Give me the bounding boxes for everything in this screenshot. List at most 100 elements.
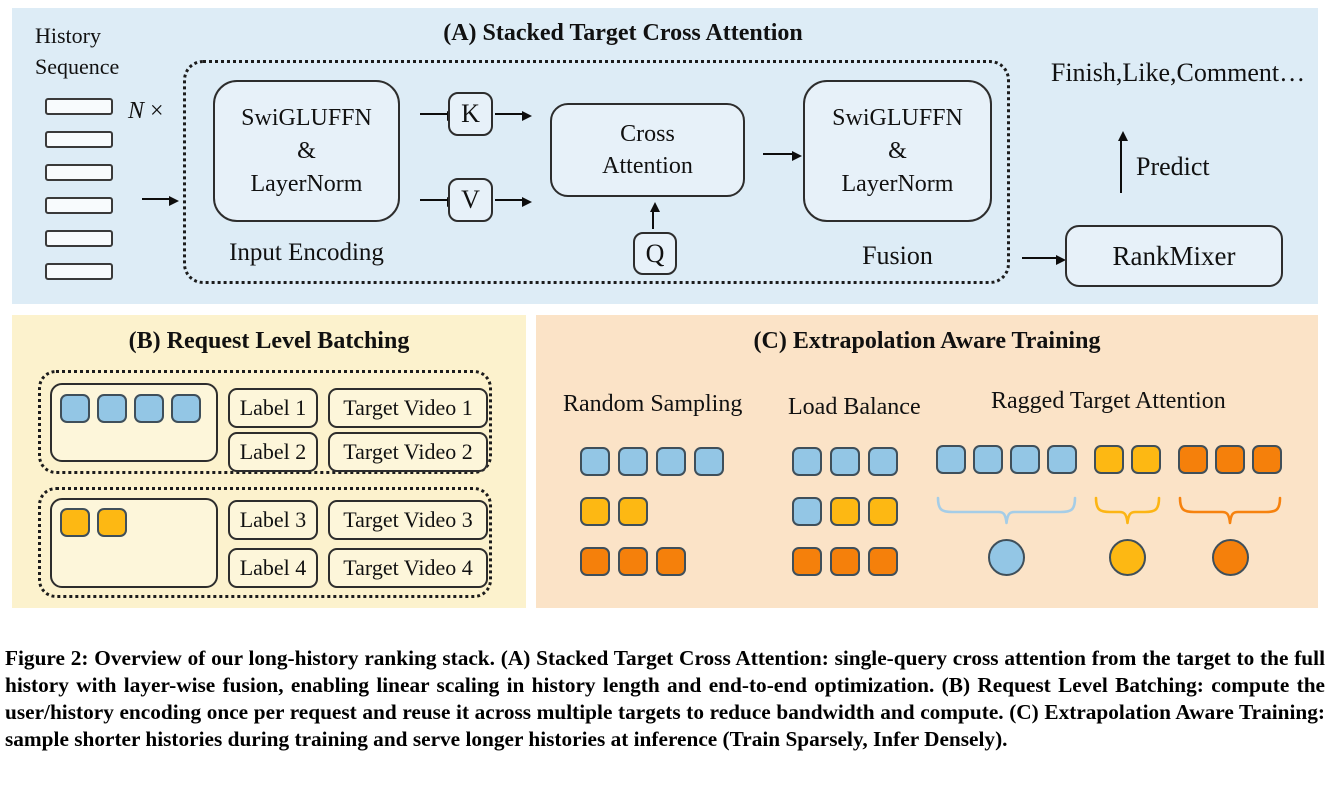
yellow-square <box>618 497 648 526</box>
panel-c-title: (C) Extrapolation Aware Training <box>753 328 1101 354</box>
orange-square <box>1215 445 1245 474</box>
arrow-block-to-rankmixer <box>1022 255 1066 266</box>
cross-attention-box: Cross Attention <box>550 103 745 197</box>
rankmixer-box: RankMixer <box>1065 225 1283 287</box>
panel-b-request-level-batching: (B) Request Level Batching Label 1 Label… <box>12 315 526 608</box>
blue-square <box>792 447 822 476</box>
orange-square <box>618 547 648 576</box>
blue-square <box>656 447 686 476</box>
yellow-underbrace-icon <box>1094 496 1161 525</box>
history-item-rect <box>45 98 113 115</box>
orange-square-group <box>1178 445 1282 474</box>
blue-square <box>973 445 1003 474</box>
blue-square <box>97 394 127 423</box>
square-row <box>792 447 898 476</box>
yellow-square <box>97 508 127 537</box>
ragged-squares-row <box>936 445 1282 474</box>
ragged-target-attention-label: Ragged Target Attention <box>991 388 1226 414</box>
n-times-label: N × <box>128 98 164 124</box>
blue-square <box>936 445 966 474</box>
request-2-dotted-group <box>38 487 492 598</box>
arrow-q-to-cross-attention <box>650 202 661 229</box>
history-sequence-label: History Sequence <box>35 23 120 79</box>
q-box: Q <box>633 232 677 275</box>
yellow-square-group <box>1094 445 1161 474</box>
random-sampling-label: Random Sampling <box>563 391 743 417</box>
yellow-square <box>60 508 90 537</box>
k-box: K <box>448 92 493 136</box>
square-row <box>792 547 898 576</box>
stacked-block-dotted-border <box>183 60 1010 284</box>
orange-square <box>868 547 898 576</box>
yellow-pooled-cell <box>1094 539 1161 576</box>
yellow-square <box>1131 445 1161 474</box>
label-2-box: Label 2 <box>228 432 318 472</box>
panel-c-extrapolation-aware-training: (C) Extrapolation Aware Training Random … <box>536 315 1318 608</box>
arrow-rankmixer-to-outputs <box>1118 131 1129 193</box>
prediction-targets-label: Finish,Like,Comment… <box>1050 58 1306 87</box>
blue-square <box>694 447 724 476</box>
yellow-square <box>580 497 610 526</box>
blue-square <box>792 497 822 526</box>
blue-square <box>1010 445 1040 474</box>
panel-a-stacked-target-cross-attention: (A) Stacked Target Cross Attention Histo… <box>12 8 1318 304</box>
blue-pooled-circle <box>988 539 1025 576</box>
label-3-box: Label 3 <box>228 500 318 540</box>
target-video-4-box: Target Video 4 <box>328 548 488 588</box>
orange-square <box>792 547 822 576</box>
history-item-rect <box>45 164 113 181</box>
square-row <box>792 497 898 526</box>
target-video-3-box: Target Video 3 <box>328 500 488 540</box>
target-video-1-box: Target Video 1 <box>328 388 488 428</box>
panel-b-title: (B) Request Level Batching <box>128 328 410 354</box>
arrow-encoder-to-v <box>420 197 457 208</box>
label-1-box: Label 1 <box>228 388 318 428</box>
encoder-ffn-layernorm-box: SwiGLUFFN & LayerNorm <box>213 80 400 222</box>
square-row <box>580 447 724 476</box>
figure-caption: Figure 2: Overview of our long-history r… <box>5 646 1325 751</box>
history-item-rect <box>45 263 113 280</box>
blue-underbrace-icon <box>936 496 1077 525</box>
orange-underbrace-icon <box>1178 496 1282 525</box>
request-1-history-squares <box>60 394 201 423</box>
v-box: V <box>448 178 493 222</box>
label-4-box: Label 4 <box>228 548 318 588</box>
history-item-rect <box>45 131 113 148</box>
orange-square <box>1252 445 1282 474</box>
history-item-rect <box>45 197 113 214</box>
random-sampling-grid <box>580 447 724 576</box>
arrow-cross-attention-to-fusion <box>763 151 802 162</box>
blue-square <box>868 447 898 476</box>
orange-square <box>830 547 860 576</box>
orange-pooled-cell <box>1178 539 1282 576</box>
ragged-braces-row <box>936 496 1282 526</box>
blue-pooled-cell <box>936 539 1077 576</box>
yellow-square <box>868 497 898 526</box>
yellow-square <box>1094 445 1124 474</box>
arrow-history-to-encoder <box>142 196 179 207</box>
load-balance-label: Load Balance <box>788 394 921 420</box>
panel-a-title: (A) Stacked Target Cross Attention <box>443 20 803 46</box>
arrow-k-to-cross-attention <box>495 111 532 122</box>
orange-square <box>656 547 686 576</box>
input-encoding-caption: Input Encoding <box>229 239 384 266</box>
blue-square <box>171 394 201 423</box>
request-1-dotted-group <box>38 370 492 474</box>
fusion-caption: Fusion <box>862 241 933 270</box>
blue-square <box>580 447 610 476</box>
yellow-square <box>830 497 860 526</box>
load-balance-grid <box>792 447 898 576</box>
blue-square <box>1047 445 1077 474</box>
fusion-ffn-layernorm-box: SwiGLUFFN & LayerNorm <box>803 80 992 222</box>
history-item-rect <box>45 230 113 247</box>
square-row <box>580 497 724 526</box>
square-row <box>580 547 724 576</box>
blue-square <box>134 394 164 423</box>
target-video-2-box: Target Video 2 <box>328 432 488 472</box>
blue-square-group <box>936 445 1077 474</box>
ragged-circles-row <box>936 539 1282 576</box>
arrow-v-to-cross-attention <box>495 197 532 208</box>
blue-square <box>830 447 860 476</box>
yellow-pooled-circle <box>1109 539 1146 576</box>
